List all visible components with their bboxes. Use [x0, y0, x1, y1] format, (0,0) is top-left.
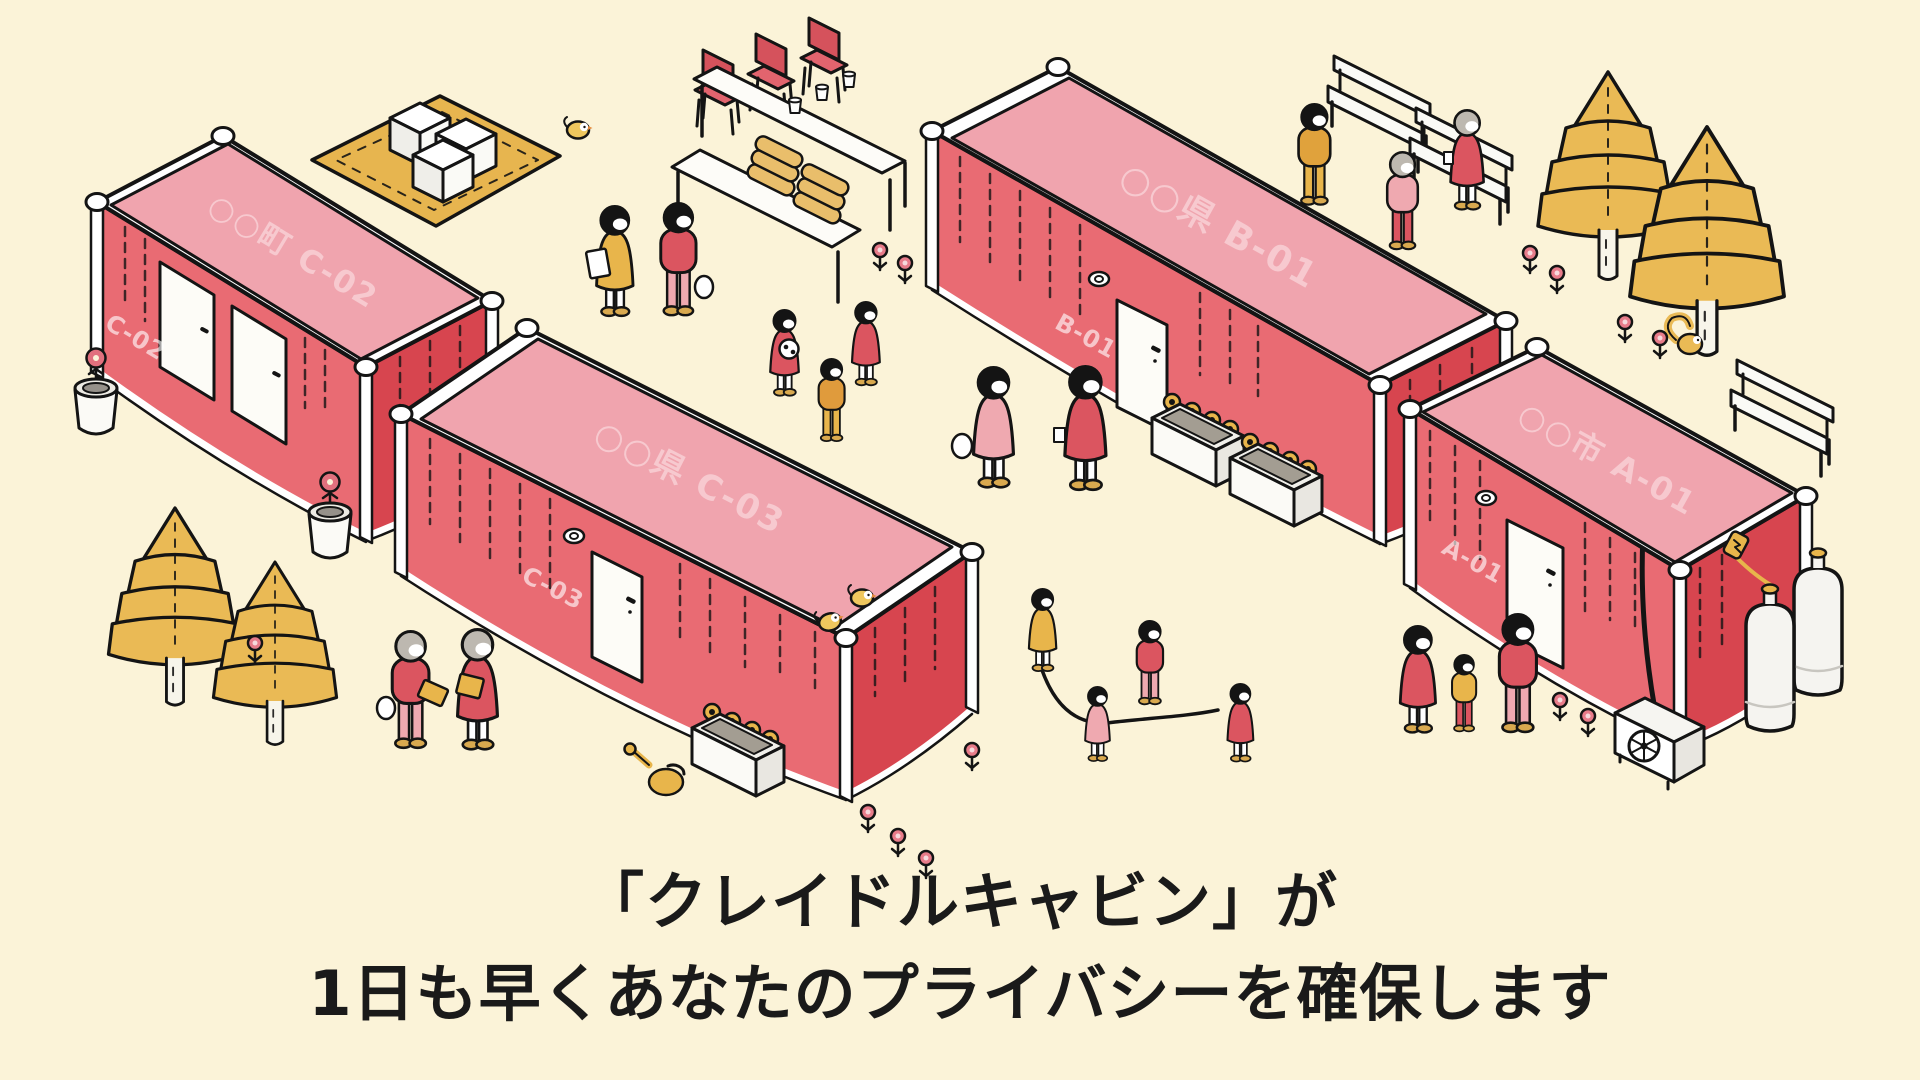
person-girl-yellow-rope	[1027, 588, 1058, 673]
jump-rope	[1040, 668, 1220, 725]
person-elder-pink	[1385, 150, 1420, 251]
tree-bottom-left-2	[211, 560, 339, 747]
cabin-c03-vent	[562, 527, 586, 545]
jump-rope-children	[1027, 588, 1255, 763]
person-woman-red-cup	[1053, 364, 1108, 492]
person-red-with-bag	[659, 202, 715, 317]
person-woman-yellow-coat	[584, 205, 635, 318]
cabin-c02-door-1	[158, 260, 216, 402]
person-elder-man-red	[375, 630, 450, 750]
bench-right	[1729, 358, 1835, 478]
person-kid-orange	[817, 357, 846, 443]
person-man-mustard	[1297, 102, 1332, 206]
person-girl-pink-turner	[1084, 685, 1111, 763]
cabin-c03: ○○県 C-03 C-03	[388, 318, 985, 804]
person-woman-pink-bag	[950, 366, 1016, 489]
headline-line-2: 1日も早くあなたのプライバシーを確保します	[308, 956, 1612, 1030]
bird	[562, 115, 594, 140]
ac-unit	[1613, 696, 1706, 791]
cabin-a01-vent	[1474, 489, 1498, 507]
cabin-c02-door-2	[230, 304, 288, 446]
person-kid-red-turner	[1226, 683, 1255, 763]
reception-table	[692, 65, 907, 232]
soccer-ball	[778, 338, 800, 360]
cabin-b01-door	[1115, 298, 1169, 434]
headline: 「クレイドルキャビン」が 1日も早くあなたのプライバシーを確保します	[0, 856, 1920, 1040]
cabin-b01-vent	[1087, 270, 1111, 288]
squirrel	[1663, 312, 1704, 356]
person-girl-soccer	[769, 309, 800, 397]
watering-can	[623, 742, 686, 797]
person-father-red	[1497, 612, 1538, 734]
headline-line-1: 「クレイドルキャビン」が	[581, 865, 1338, 938]
cabin-c03-door	[590, 550, 644, 684]
paper-cups	[788, 70, 856, 114]
futon-table	[670, 132, 862, 304]
person-woman-sitting-bench	[1443, 109, 1485, 211]
person-mother-red	[1398, 625, 1437, 734]
person-elder-woman-red	[455, 628, 500, 751]
person-child-yellow	[1451, 654, 1478, 733]
person-kid-jumping	[1135, 619, 1165, 706]
family-group	[1398, 612, 1538, 734]
person-girl-red	[850, 301, 881, 387]
